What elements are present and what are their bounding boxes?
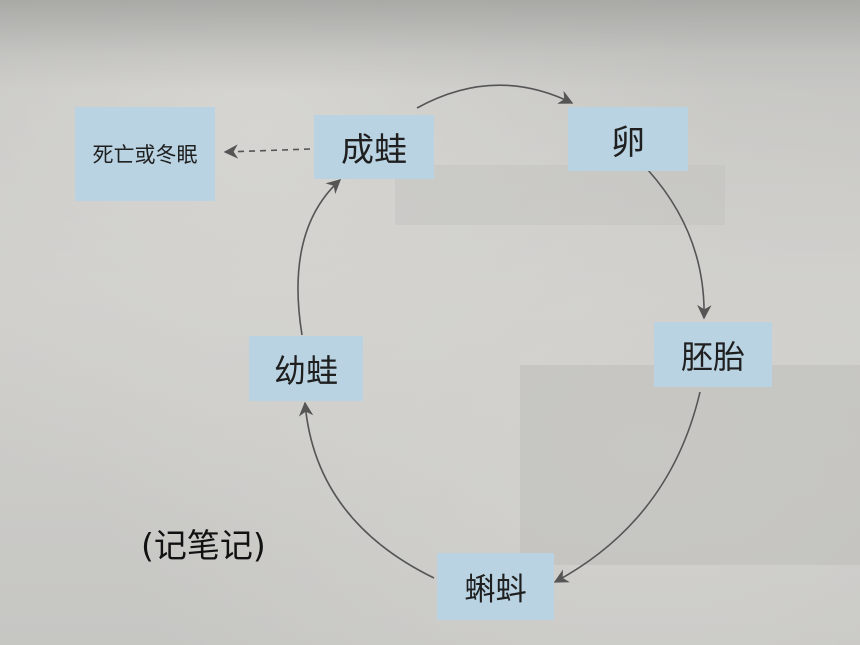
node-label: 胚胎 (680, 337, 745, 376)
node-label: 卵 (611, 122, 645, 163)
arrow-froglet-to-adult (297, 179, 342, 336)
node-label: 蝌蚪 (464, 572, 527, 608)
node-froglet: 幼蛙 (249, 336, 363, 401)
node-label: 死亡或冬眠 (92, 143, 198, 167)
node-egg: 卵 (568, 107, 688, 171)
arrow-egg-to-embryo (647, 169, 712, 320)
take-notes-label: (记笔记) (141, 526, 266, 565)
node-death-or-hibernation: 死亡或冬眠 (75, 107, 215, 201)
background-scan-block (520, 365, 860, 565)
arrow-embryo-to-tadpole (553, 391, 701, 583)
arrow-adult-to-death (223, 144, 311, 159)
node-tadpole: 蝌蚪 (437, 553, 554, 620)
node-label: 成蛙 (341, 130, 407, 169)
node-embryo: 胚胎 (654, 322, 772, 387)
arrow-adult-to-egg (416, 84, 574, 109)
arrow-tadpole-to-froglet (298, 401, 435, 579)
node-label: 幼蛙 (273, 351, 338, 390)
background-scan-band (0, 0, 860, 90)
node-adult-frog: 成蛙 (314, 115, 434, 179)
background-scan-block (395, 165, 725, 225)
